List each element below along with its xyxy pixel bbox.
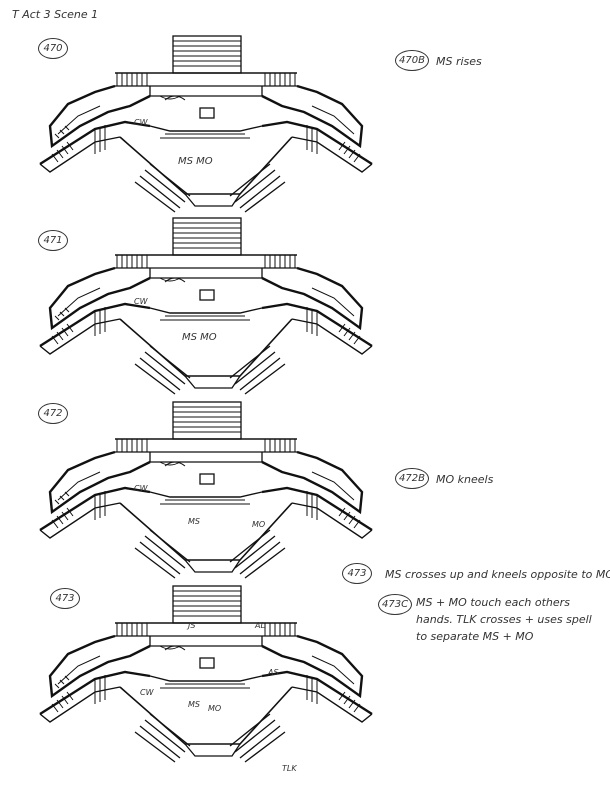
note-text: MS rises [436,55,482,68]
cw-label: CW [134,118,148,127]
stage-diagram [0,400,610,580]
cw-label: CW [134,484,148,493]
as-label: AS [268,668,279,677]
note-text: MS crosses up and kneels opposite to MO [385,568,610,581]
ms-label: MS [188,517,200,526]
ms-label: MS [188,700,200,709]
js-label: JS [188,621,196,630]
note-number: 473C [378,594,413,615]
mo-label: MO [252,520,266,529]
note-number: 473 [342,563,372,584]
actors-label: MS MO [178,156,213,167]
page-title: T Act 3 Scene 1 [12,8,99,21]
cue-number: 472 [38,403,68,424]
note-number: 470B [395,50,429,71]
cue-number: 473 [50,588,80,609]
tlk-label: TLK [282,764,297,773]
note-number: 472B [395,468,429,489]
stage-diagram [0,34,610,214]
actors-label: MS MO [182,332,217,343]
note-text: MS + MO touch each others hands. TLK cro… [416,596,592,643]
cue-number: 470 [38,38,68,59]
stage-diagram [0,216,610,396]
note-text: MO kneels [436,473,494,486]
mo-label: MO [208,704,222,713]
cw-label: CW [134,297,148,306]
cue-number: 471 [38,230,68,251]
cw-label: CW [140,688,154,697]
al-label: AL [255,621,265,630]
